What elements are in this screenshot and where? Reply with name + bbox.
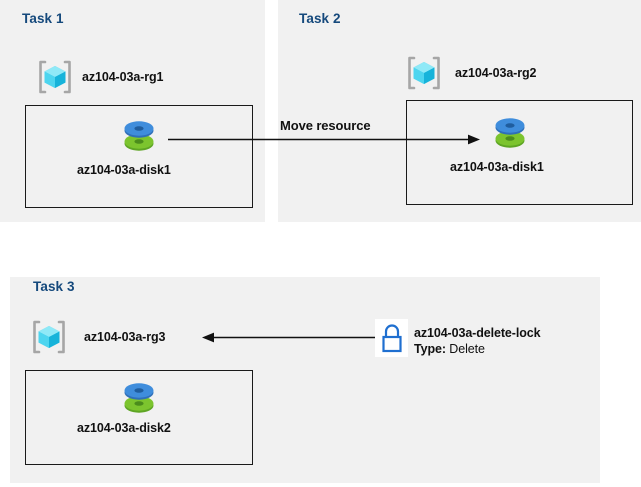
lock-applies-to-arrow [202, 332, 380, 343]
resource-group-icon [33, 320, 65, 354]
task-3-lock-type: Type: Delete [414, 342, 485, 356]
task-1-resource-box [25, 105, 253, 208]
move-resource-label: Move resource [280, 118, 371, 133]
task-1-resource-label: az104-03a-disk1 [77, 163, 171, 177]
managed-disk-icon [124, 383, 154, 413]
task-1-heading: Task 1 [22, 11, 64, 26]
task-3-resource-group-label: az104-03a-rg3 [84, 330, 166, 344]
managed-disk-icon [495, 118, 525, 148]
task-2-heading: Task 2 [299, 11, 341, 26]
task-3-lock-label: az104-03a-delete-lock [414, 326, 541, 340]
task-3-lock-type-key: Type: [414, 342, 446, 356]
task-2-resource-label: az104-03a-disk1 [450, 160, 544, 174]
resource-group-icon [408, 56, 440, 90]
task-2-resource-box [406, 100, 633, 205]
task-3-lock-type-value: Delete [449, 342, 485, 356]
managed-disk-icon [124, 121, 154, 151]
task-2-resource-group-label: az104-03a-rg2 [455, 66, 537, 80]
task-1-resource-group-label: az104-03a-rg1 [82, 70, 164, 84]
move-resource-arrow [168, 134, 480, 145]
task-3-heading: Task 3 [33, 279, 75, 294]
resource-group-icon [39, 60, 71, 94]
task-3-resource-label: az104-03a-disk2 [77, 421, 171, 435]
padlock-icon [382, 324, 402, 353]
